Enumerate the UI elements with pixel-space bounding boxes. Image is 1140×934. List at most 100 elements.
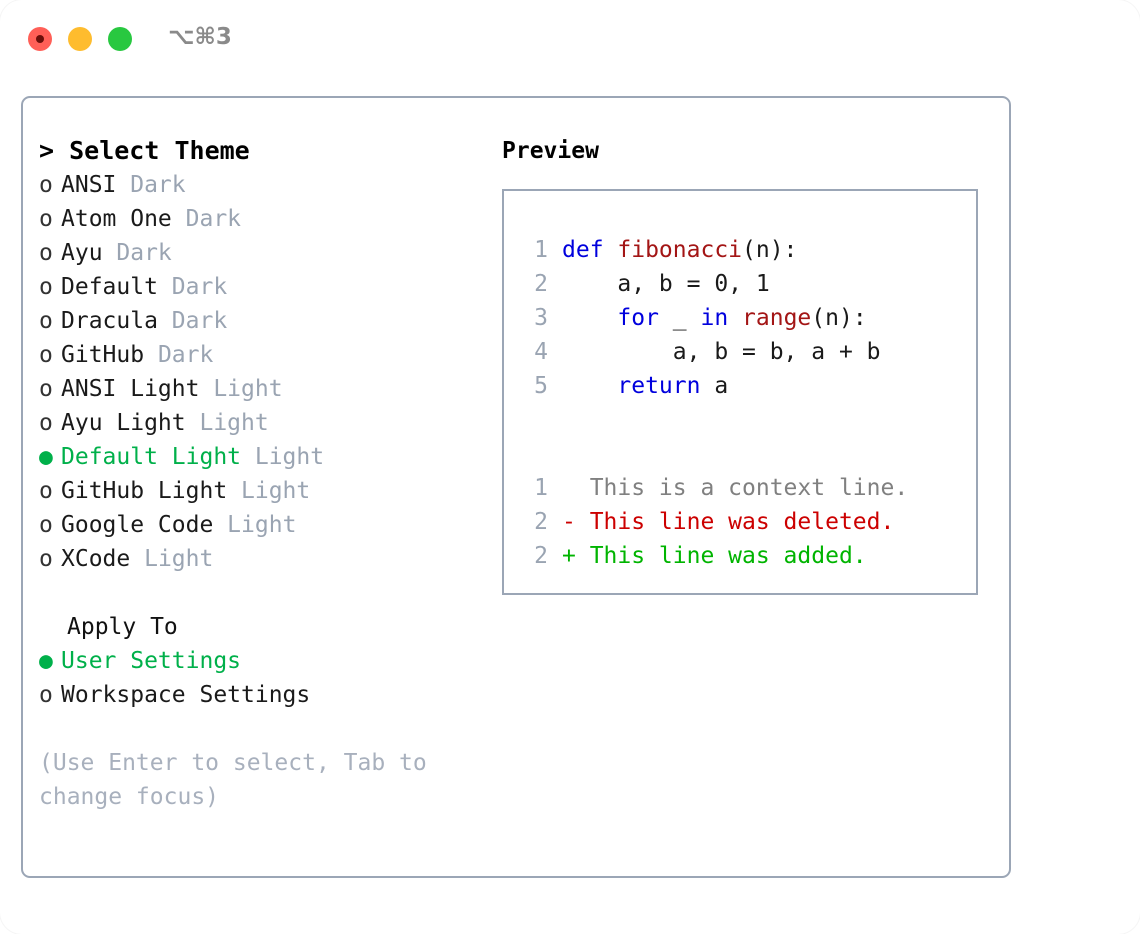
theme-option-label: ANSI Light — [61, 376, 200, 402]
theme-option-tag: Light — [185, 410, 269, 436]
apply-to-option-workspace-settings[interactable]: o Workspace Settings — [39, 678, 489, 712]
preview-header: Preview — [502, 138, 599, 164]
recording-indicator-icon — [36, 35, 44, 43]
code-line-text: return a — [548, 369, 728, 403]
theme-option-ansi[interactable]: o ANSI Dark — [39, 168, 489, 202]
apply-to-option-label: Workspace Settings — [61, 682, 311, 708]
code-token: def — [562, 237, 618, 263]
radio-selected-icon: ● — [39, 444, 53, 470]
code-token: _ — [658, 305, 701, 331]
diff-line-number: 2 — [534, 543, 548, 569]
theme-option-github-light[interactable]: o GitHub Light Light — [39, 474, 489, 508]
theme-option-tag: Dark — [157, 274, 228, 300]
code-token: in — [700, 305, 729, 331]
theme-option-tag: Dark — [171, 206, 242, 232]
theme-option-label: XCode — [61, 546, 131, 572]
keyboard-hint-text: (Use Enter to select, Tab to change focu… — [39, 750, 427, 810]
theme-option-label: ANSI — [61, 172, 117, 198]
select-theme-header: > Select Theme — [39, 136, 250, 165]
theme-option-label: Default — [61, 274, 158, 300]
radio-unselected-icon: o — [39, 478, 53, 504]
theme-option-label: GitHub Light — [61, 478, 228, 504]
code-token: a — [700, 373, 729, 399]
theme-option-ansi-light[interactable]: o ANSI Light Light — [39, 372, 489, 406]
code-line-text: a, b = 0, 1 — [548, 267, 770, 301]
code-token — [562, 305, 617, 331]
code-line-number: 2 — [534, 271, 548, 297]
theme-option-label: Atom One — [61, 206, 172, 232]
radio-unselected-icon: o — [39, 410, 53, 436]
code-token: return — [617, 373, 701, 399]
apply-to-option-label: User Settings — [61, 648, 242, 674]
theme-option-tag: Dark — [157, 308, 228, 334]
maximize-button-icon[interactable] — [108, 27, 132, 51]
code-line: 5 return a — [504, 369, 980, 403]
apply-to-label: Apply To — [67, 614, 178, 640]
diff-line-number: 1 — [534, 475, 548, 501]
code-token — [562, 373, 617, 399]
code-line-number: 4 — [534, 339, 548, 365]
apply-to-option-user-settings[interactable]: ● User Settings — [39, 644, 489, 678]
code-line-text: def fibonacci(n): — [548, 233, 797, 267]
code-line-text: for _ in range(n): — [548, 301, 867, 335]
theme-option-default[interactable]: o Default Dark — [39, 270, 489, 304]
theme-option-atom-one[interactable]: o Atom One Dark — [39, 202, 489, 236]
radio-unselected-icon: o — [39, 376, 53, 402]
list-spacer — [39, 576, 489, 610]
code-token: (n): — [811, 305, 867, 331]
theme-option-label: Default Light — [61, 444, 242, 470]
code-token — [728, 305, 742, 331]
radio-unselected-icon: o — [39, 172, 53, 198]
diff-line-text: - This line was deleted. — [562, 509, 895, 535]
theme-option-default-light[interactable]: ● Default Light Light — [39, 440, 489, 474]
radio-selected-icon: ● — [39, 648, 53, 674]
code-token: (n): — [742, 237, 798, 263]
theme-option-label: Dracula — [61, 308, 158, 334]
radio-unselected-icon: o — [39, 682, 53, 708]
code-blank-line — [504, 437, 980, 471]
radio-unselected-icon: o — [39, 274, 53, 300]
theme-option-label: Ayu Light — [61, 410, 186, 436]
theme-option-tag: Light — [241, 444, 325, 470]
code-line: 3 for _ in range(n): — [504, 301, 980, 335]
diff-line-text: This is a context line. — [562, 475, 909, 501]
code-token: fibonacci — [617, 237, 743, 263]
radio-unselected-icon: o — [39, 342, 53, 368]
diff-line: 1 This is a context line. — [504, 471, 980, 505]
diff-line-number: 2 — [534, 509, 548, 535]
code-token: range — [742, 305, 812, 331]
radio-unselected-icon: o — [39, 512, 53, 538]
diff-line: 2+ This line was added. — [504, 539, 980, 573]
theme-option-tag: Light — [227, 478, 311, 504]
radio-unselected-icon: o — [39, 546, 53, 572]
code-line: 4 a, b = b, a + b — [504, 335, 980, 369]
theme-option-label: GitHub — [61, 342, 145, 368]
code-line: 2 a, b = 0, 1 — [504, 267, 980, 301]
theme-option-tag: Light — [213, 512, 297, 538]
apply-to-list[interactable]: ● User Settings o Workspace Settings — [39, 644, 489, 712]
theme-option-tag: Light — [199, 376, 283, 402]
theme-option-ayu-light[interactable]: o Ayu Light Light — [39, 406, 489, 440]
diff-line: 2 - This line was deleted. — [504, 505, 980, 539]
code-token: for — [617, 305, 659, 331]
theme-option-tag: Light — [130, 546, 214, 572]
minimize-button-icon[interactable] — [68, 27, 92, 51]
theme-option-tag: Dark — [116, 172, 186, 198]
title-bar: ⌥⌘3 — [0, 0, 1140, 78]
theme-option-xcode[interactable]: o XCode Light — [39, 542, 489, 576]
radio-unselected-icon: o — [39, 206, 53, 232]
code-line-text: a, b = b, a + b — [548, 335, 881, 369]
code-token: a, b = 0, 1 — [562, 271, 770, 297]
radio-unselected-icon: o — [39, 240, 53, 266]
theme-option-tag: Dark — [102, 240, 172, 266]
